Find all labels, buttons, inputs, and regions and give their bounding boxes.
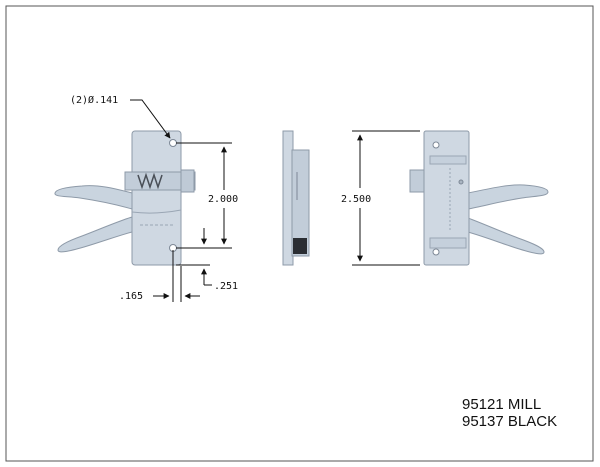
front-lower-handle — [57, 216, 133, 253]
mount-hole-top — [169, 139, 177, 147]
back-lower-handle — [467, 217, 545, 255]
front-view-dimensions — [130, 99, 232, 302]
hole-callout-label: (2)Ø.141 — [70, 94, 118, 106]
front-body-plate — [131, 130, 182, 266]
horizontal-offset-label: .165 — [119, 291, 143, 302]
front-view-latch — [54, 130, 196, 266]
side-black-insert — [293, 238, 307, 254]
front-upper-handle — [54, 185, 133, 210]
back-view-latch — [409, 130, 549, 266]
hole-spacing-label: 2.000 — [208, 194, 238, 205]
side-body — [291, 149, 310, 257]
back-upper-handle — [467, 184, 549, 210]
spring-icon — [137, 172, 163, 190]
vertical-offset-label: .251 — [214, 281, 238, 292]
part-number-list: 95121 MILL 95137 BLACK — [462, 396, 557, 430]
drawing-frame — [5, 5, 594, 462]
back-view-dimensions — [352, 130, 420, 266]
part-number-mill: 95121 MILL — [462, 396, 542, 413]
overall-height-label: 2.500 — [341, 194, 371, 205]
back-plunger-stub — [409, 169, 425, 193]
side-view-latch — [282, 130, 310, 266]
part-number-black: 95137 BLACK — [462, 413, 558, 430]
